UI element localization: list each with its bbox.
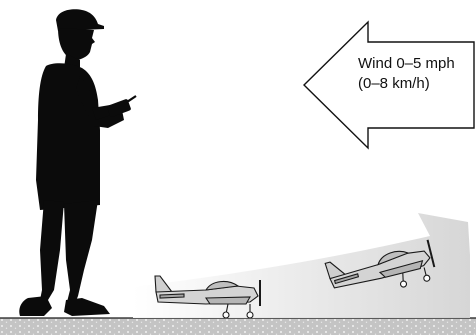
person-silhouette-icon: [19, 9, 124, 316]
wind-speed-kmh: (0–8 km/h): [358, 75, 430, 92]
ground-strip: [0, 318, 476, 335]
wind-speed-mph: Wind 0–5 mph: [358, 55, 455, 72]
wind-indicator: Wind 0–5 mph (0–8 km/h): [304, 22, 474, 148]
